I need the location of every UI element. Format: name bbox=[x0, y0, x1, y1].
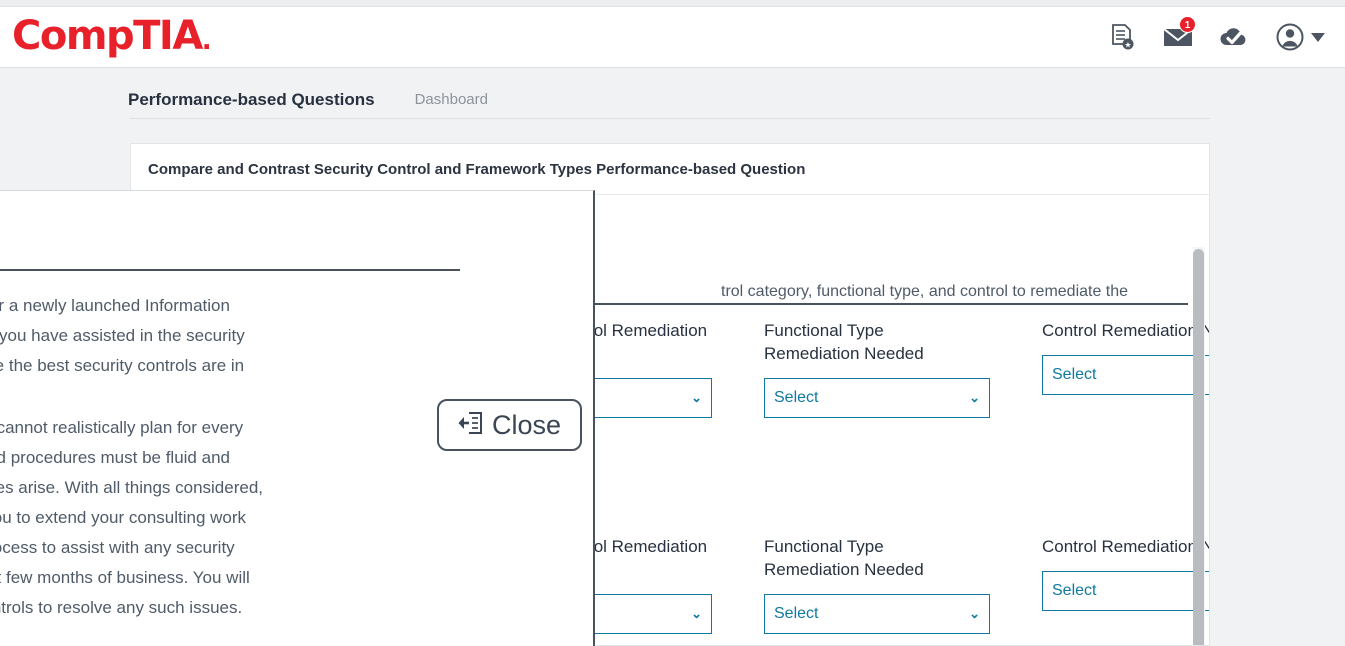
header-icon-group: ★ 1 bbox=[1107, 16, 1325, 53]
tab-bar: Performance-based Questions Dashboard bbox=[128, 78, 1210, 120]
scenario-line: planning process to ensure the best secu… bbox=[0, 356, 245, 375]
column-label: Functional Type Remediation Needed bbox=[764, 321, 924, 363]
chevron-down-icon: ⌄ bbox=[969, 389, 980, 405]
overlay-divider bbox=[0, 269, 460, 271]
chevron-down-icon: ⌄ bbox=[691, 389, 702, 405]
comptia-logo[interactable]: CompTIA. bbox=[12, 13, 212, 59]
scenario-line: need to select security controls to reso… bbox=[0, 598, 243, 617]
scenario-paragraph-2: However, an organization cannot realisti… bbox=[0, 413, 263, 623]
comptia-logo-dot: . bbox=[201, 26, 212, 56]
mail-icon[interactable]: 1 bbox=[1163, 16, 1196, 53]
chevron-down-icon: ⌄ bbox=[969, 605, 980, 621]
column-label: Control Remediation Needed bbox=[1042, 321, 1209, 340]
scenario-line: As a security consultant for a newly lau… bbox=[0, 296, 230, 315]
account-avatar-icon[interactable] bbox=[1275, 21, 1305, 53]
column-functional-type-1: Functional Type Remediation Needed Selec… bbox=[764, 320, 990, 418]
scenario-line: place. bbox=[0, 381, 245, 411]
column-control-remediation-2: Control Remediation Needed Select ⌄ bbox=[1042, 536, 1209, 611]
column-label: Control Remediation Needed bbox=[1042, 537, 1209, 556]
chevron-down-icon: ⌄ bbox=[691, 605, 702, 621]
close-button-label: Close bbox=[491, 409, 562, 440]
instructions-text: trol category, functional type, and cont… bbox=[721, 283, 1129, 300]
cloud-check-icon[interactable] bbox=[1219, 21, 1249, 53]
document-star-icon[interactable]: ★ bbox=[1107, 21, 1137, 53]
account-menu[interactable] bbox=[1275, 21, 1325, 53]
select-value: Select bbox=[774, 604, 819, 622]
question-card-header: Compare and Contrast Security Control an… bbox=[131, 144, 1209, 195]
svg-text:★: ★ bbox=[1124, 40, 1131, 49]
scenario-overlay-panel: ario Close As a security consultant bbox=[0, 190, 595, 646]
exit-arrow-icon bbox=[458, 410, 484, 441]
scenario-paragraph-1: As a security consultant for a newly lau… bbox=[0, 291, 245, 411]
scenario-line: past the initial planning process to ass… bbox=[0, 538, 235, 557]
scenario-line: However, an organization cannot realisti… bbox=[0, 418, 244, 437]
chevron-down-icon[interactable] bbox=[1311, 32, 1325, 42]
vertical-scrollbar-thumb[interactable] bbox=[1193, 249, 1204, 645]
page-title: Compare and Contrast Security Control an… bbox=[148, 160, 806, 178]
browser-top-strip bbox=[0, 0, 1345, 7]
tab-underline bbox=[130, 118, 1210, 119]
column-control-remediation-1: Control Remediation Needed Select ⌄ bbox=[1042, 320, 1209, 395]
header-divider bbox=[148, 303, 1188, 305]
comptia-logo-text: CompTIA bbox=[12, 13, 203, 59]
close-button[interactable]: Close bbox=[437, 399, 582, 451]
select-value: Select bbox=[774, 388, 819, 406]
tab-performance-based-questions[interactable]: Performance-based Questions bbox=[128, 90, 375, 109]
functional-type-select-1[interactable]: Select ⌄ bbox=[764, 377, 990, 418]
scenario-line: adaptable as security issues arise. With… bbox=[0, 478, 264, 497]
scenario-line: situation, so processes and procedures m… bbox=[0, 448, 230, 467]
site-header: CompTIA. ★ 1 bbox=[0, 7, 1345, 68]
tab-dashboard[interactable]: Dashboard bbox=[414, 91, 488, 108]
functional-type-select-2[interactable]: Select ⌄ bbox=[764, 593, 990, 634]
scenario-line: issues that arise in the first few month… bbox=[0, 568, 250, 587]
mail-unread-badge: 1 bbox=[1179, 16, 1196, 33]
select-value: Select bbox=[1052, 581, 1097, 599]
control-remediation-select-2[interactable]: Select ⌄ bbox=[1042, 570, 1209, 611]
scenario-line: Technology (IT) company, you have assist… bbox=[0, 326, 245, 345]
control-remediation-select-1[interactable]: Select ⌄ bbox=[1042, 354, 1209, 395]
column-functional-type-2: Functional Type Remediation Needed Selec… bbox=[764, 536, 990, 634]
select-value: Select bbox=[1052, 365, 1097, 383]
column-label: Functional Type Remediation Needed bbox=[764, 537, 924, 579]
scenario-line: the company has asked you to extend your… bbox=[0, 508, 247, 527]
